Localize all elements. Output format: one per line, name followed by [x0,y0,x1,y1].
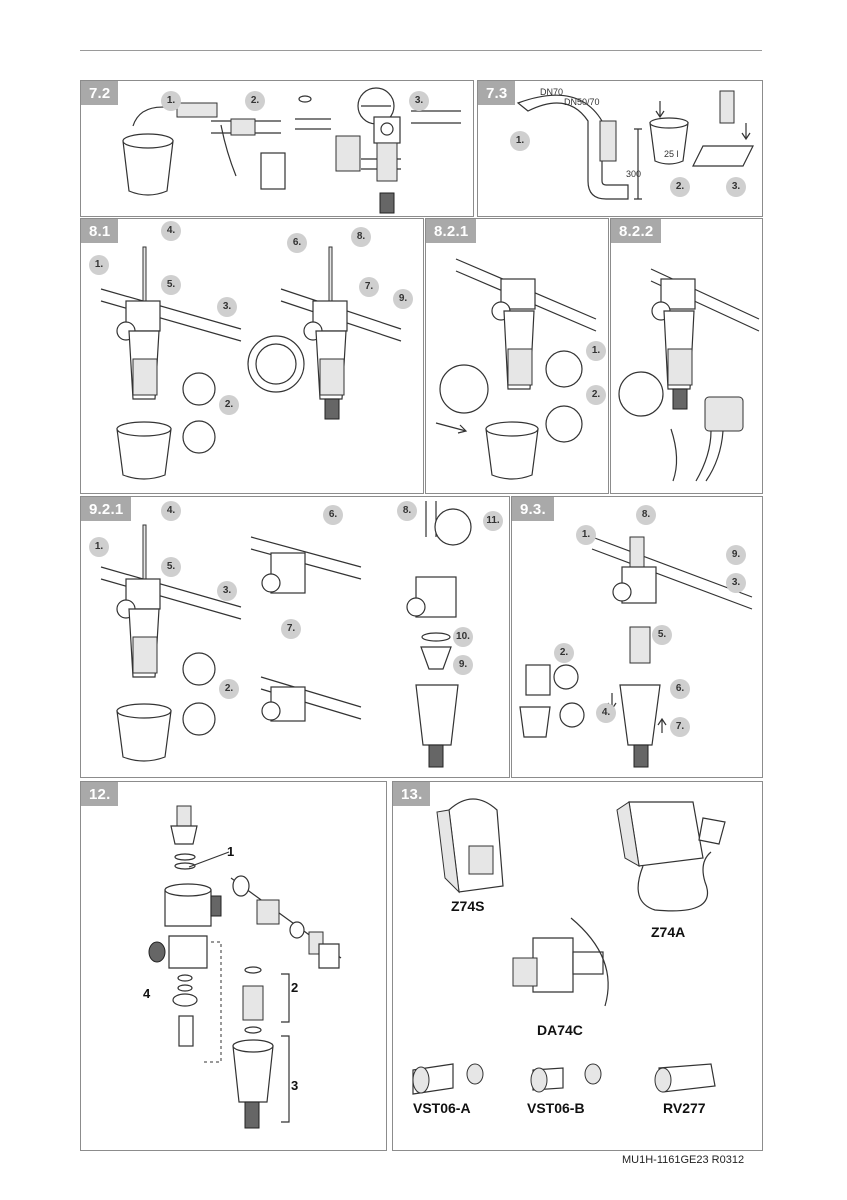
panel-8-2-1-illustration [435,258,597,480]
document-code: MU1H-1161GE23 R0312 [622,1154,745,1166]
step-badge: 5. [161,275,181,295]
step-badge: 3. [726,177,746,197]
step-badge: 8. [397,501,417,521]
step-badge: 10. [453,627,473,647]
accessory-label: Z74A [651,924,686,940]
pipe-dn50-70-label: DN50/70 [564,97,600,107]
step-badge: 6. [287,233,307,253]
step-badge: 4. [161,501,181,521]
step-badge: 3. [409,91,429,111]
part-label: 1 [227,844,235,859]
part-label: 4 [143,986,151,1001]
step-badge: 1. [89,537,109,557]
step-badge: 5. [652,625,672,645]
top-rule [80,50,762,51]
step-badge: 1. [586,341,606,361]
panel-8-1-illustration [100,246,402,480]
step-badge: 1. [576,525,596,545]
panel-tag: 7.2 [81,81,119,105]
panel-7-2: 7.2 1. 2. 3. [80,80,474,217]
step-badge: 9. [453,655,473,675]
step-badge: 8. [636,505,656,525]
panel-tag: 8.1 [81,219,119,243]
step-badge: 8. [351,227,371,247]
bucket-volume-label: 25 l [664,149,679,159]
step-badge: 1. [89,255,109,275]
panel-9-3: 9.3. 8. 1. 9. 3. 5. 2. 6. 4. 7. [511,496,763,778]
accessory-label: Z74S [451,898,485,914]
step-badge: 9. [393,289,413,309]
step-badge: 5. [161,557,181,577]
dimension-300-label: 300 [626,169,642,179]
accessory-label: RV277 [663,1100,706,1116]
accessory-label: DA74C [537,1022,583,1038]
panel-9-2-1-illustration [100,501,472,768]
panel-8-2-2-illustration [618,268,760,482]
panel-7-3-illustration [516,90,754,200]
step-badge: 7. [670,717,690,737]
panel-tag: 8.2.1 [426,219,477,243]
step-badge: 2. [670,177,690,197]
panel-9-2-1: 9.2.1 4. 1. 5. 3. 2. 6. 7. 8. 11. 10. 9. [80,496,510,778]
step-badge: 6. [670,679,690,699]
step-badge: 2. [245,91,265,111]
step-badge: 1. [510,131,530,151]
panel-tag: 9.2.1 [81,497,132,521]
step-badge: 6. [323,505,343,525]
step-badge: 1. [161,91,181,111]
panel-8-1: 8.1 4. 1. 5. 3. 2. 6. 8. 7. 9. [80,218,424,494]
panel-tag: 13. [393,782,431,806]
accessory-label: VST06-B [527,1100,585,1116]
step-badge: 2. [219,679,239,699]
panel-13: 13. Z74S Z74A DA74C VST06-A VST06-B RV27… [392,781,763,1151]
accessory-label: VST06-A [413,1100,471,1116]
part-label: 3 [291,1078,299,1093]
step-badge: 2. [554,643,574,663]
panel-8-2-1: 8.2.1 1. 2. [425,218,609,494]
part-label: 2 [291,980,299,995]
panel-13-accessories [412,798,726,1095]
step-badge: 3. [217,297,237,317]
panel-7-3: 7.3 DN70 DN50/70 300 25 l 1. 2. 3. [477,80,763,217]
step-badge: 7. [281,619,301,639]
step-badge: 3. [726,573,746,593]
step-badge: 7. [359,277,379,297]
pipe-dn70-label: DN70 [540,87,564,97]
step-badge: 4. [596,703,616,723]
panel-tag: 12. [81,782,119,806]
panel-12: 12. 1 2 3 4 [80,781,387,1151]
step-badge: 9. [726,545,746,565]
step-badge: 4. [161,221,181,241]
panel-12-exploded-view [148,805,342,1129]
step-badge: 11. [483,511,503,531]
step-badge: 2. [586,385,606,405]
panel-tag: 9.3. [512,497,554,521]
step-badge: 3. [217,581,237,601]
step-badge: 2. [219,395,239,415]
panel-tag: 7.3 [478,81,516,105]
panel-8-2-2: 8.2.2 [610,218,763,494]
panel-9-3-illustration [519,536,753,768]
panel-tag: 8.2.2 [611,219,662,243]
